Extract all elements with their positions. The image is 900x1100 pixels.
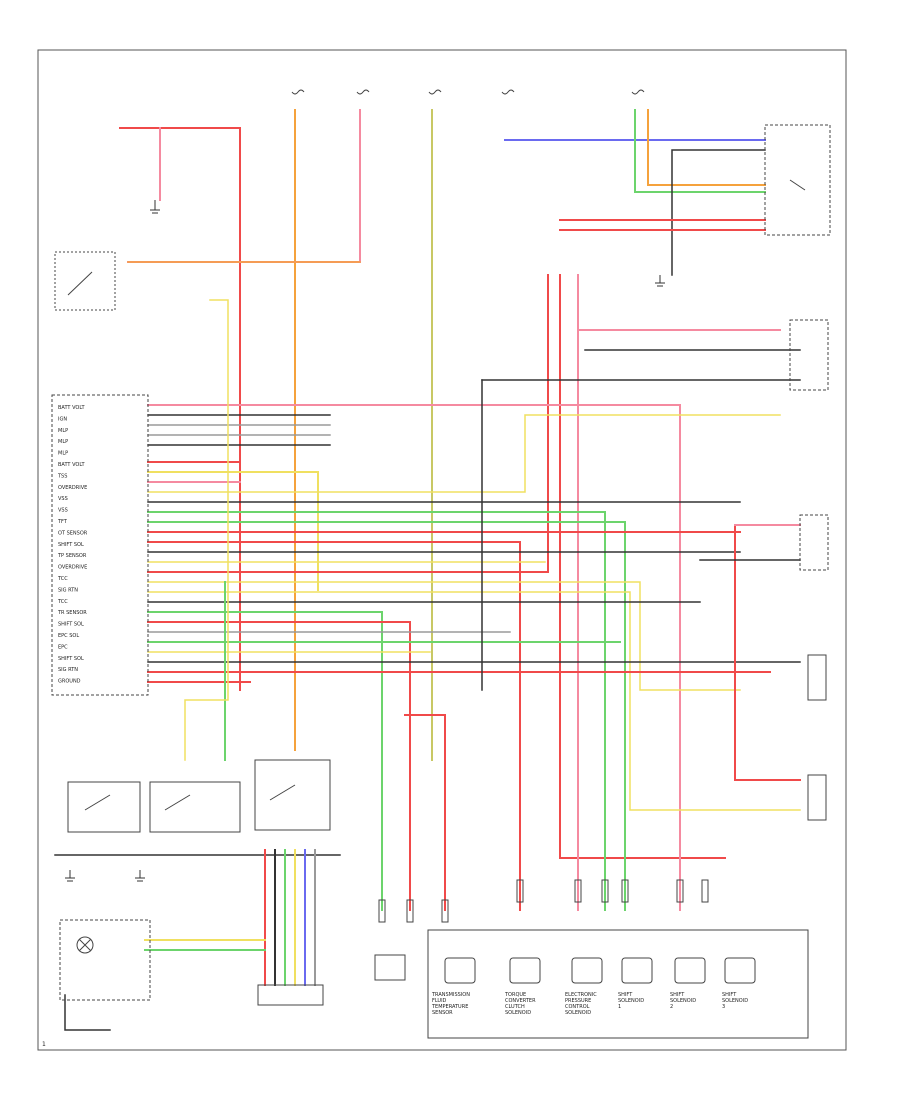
fuse-4 — [501, 89, 515, 95]
switch-contact-3 — [269, 784, 296, 801]
wire-pcm-22 — [147, 621, 411, 911]
wire-pink-fuse2 — [127, 109, 361, 263]
pcm-pin-label: SHIFT SOL — [58, 622, 84, 628]
switch-box-2 — [149, 781, 241, 833]
solenoid-ss2 — [674, 957, 706, 984]
switch-box-1 — [67, 781, 141, 833]
solenoid-tcc — [509, 957, 541, 984]
pcm-pin-label: EPC SOL — [58, 633, 79, 639]
transmission-housing — [427, 929, 809, 1039]
fuse-3 — [428, 89, 442, 95]
pcm-pin-label: TCC — [57, 599, 68, 605]
conn-stub-4 — [516, 879, 524, 903]
solenoid-ss3 — [724, 957, 756, 984]
pcm-pin-label: VSS — [58, 508, 68, 514]
wire-yellow-drop — [184, 299, 229, 761]
od-off-lamp-filament — [78, 938, 92, 952]
pcm-pin-label: EPC — [58, 644, 68, 650]
pcm-pin-label: MLP — [58, 428, 68, 434]
pcm-pin-label: TFT — [57, 519, 68, 525]
solenoid-ss1 — [621, 957, 653, 984]
conn-stub-3 — [441, 899, 449, 923]
harness-connector — [257, 984, 324, 1006]
wire-pcm-18 — [147, 581, 741, 691]
pcm-power-relay — [764, 124, 831, 236]
fuse-2 — [356, 89, 370, 95]
pcm-pin-label: GROUND — [58, 679, 81, 685]
conn-stub-1 — [378, 899, 386, 923]
ground-symbol-2 — [655, 275, 665, 287]
wire-pcm-19 — [147, 591, 801, 811]
pcm-pin-label: BATT VOLT — [58, 462, 85, 468]
conn-stub-7 — [621, 879, 629, 903]
pcm-pin-label: BATT VOLT — [58, 405, 85, 411]
switch-contact-2 — [164, 794, 191, 811]
right-connector-4 — [807, 774, 827, 821]
ground-symbol-3 — [65, 870, 75, 882]
fuse-5 — [631, 89, 645, 95]
right-connector-2 — [799, 514, 829, 571]
conn-stub-5 — [574, 879, 582, 903]
wire-pcm-14 — [147, 541, 521, 911]
conn-stub-6 — [601, 879, 609, 903]
pcm-pin-label: OT SENSOR — [58, 530, 88, 536]
pcm-pin-label: TSS — [57, 473, 67, 479]
wire-black-relay — [671, 149, 766, 276]
ground-symbol-4 — [135, 870, 145, 882]
pcm-pin-label: TCC — [57, 576, 68, 582]
conn-stub-8 — [676, 879, 684, 903]
pcm-pin-label: OVERDRIVE — [58, 565, 87, 571]
diagram-frame — [37, 49, 847, 1051]
wire-red-tcc — [404, 714, 446, 911]
pcm-pin-label: SHIFT SOL — [58, 656, 84, 662]
pcm-pin-label: OVERDRIVE — [58, 485, 87, 491]
od-off-lamp — [76, 936, 94, 954]
pcm-pin-label: VSS — [58, 496, 68, 502]
wire-pcm-7 — [147, 471, 319, 591]
wire-red-down-b — [559, 274, 726, 859]
wire-pcm-9 — [147, 414, 781, 493]
solenoid-epc — [571, 957, 603, 984]
pcm-pin-label: TP SENSOR — [57, 553, 87, 559]
right-connector-1 — [789, 319, 829, 391]
wire-pcm-12 — [147, 521, 626, 911]
wire-green-relay — [634, 109, 766, 193]
wire-red-right-mid — [734, 524, 801, 781]
wire-orange-relay — [647, 109, 766, 186]
fuse-1 — [291, 89, 305, 95]
instrument-cluster — [59, 919, 151, 1001]
pcm-pin-label: SIG RTN — [58, 587, 78, 593]
switch-box-3 — [254, 759, 331, 831]
tcs-switch-contact — [67, 271, 93, 296]
wire-pcm-1 — [147, 404, 681, 911]
wire-red-top-left — [119, 127, 241, 691]
pcm-pin-label: SHIFT SOL — [58, 542, 84, 548]
pcm-pin-label: SIG RTN — [58, 667, 78, 673]
ground-symbol-1 — [150, 200, 160, 214]
turbine-speed-sensor — [374, 954, 406, 981]
pcm-pin-label: IGN — [58, 416, 67, 422]
conn-stub-9 — [701, 879, 709, 903]
relay-contact — [789, 179, 806, 191]
conn-stub-2 — [406, 899, 414, 923]
pcm-pin-label: MLP — [58, 451, 68, 457]
switch-contact-1 — [84, 794, 111, 811]
right-connector-3 — [807, 654, 827, 701]
wire-bottom-left-3 — [64, 994, 111, 1031]
wire-pcm-11 — [147, 511, 606, 911]
solenoid-tft — [444, 957, 476, 984]
transmission-control-switch — [54, 251, 116, 311]
powertrain-control-module — [51, 394, 149, 696]
page-number: 1 — [42, 1041, 46, 1048]
pcm-pin-label: MLP — [58, 439, 68, 445]
pcm-pin-label: TR SENSOR — [57, 610, 87, 616]
